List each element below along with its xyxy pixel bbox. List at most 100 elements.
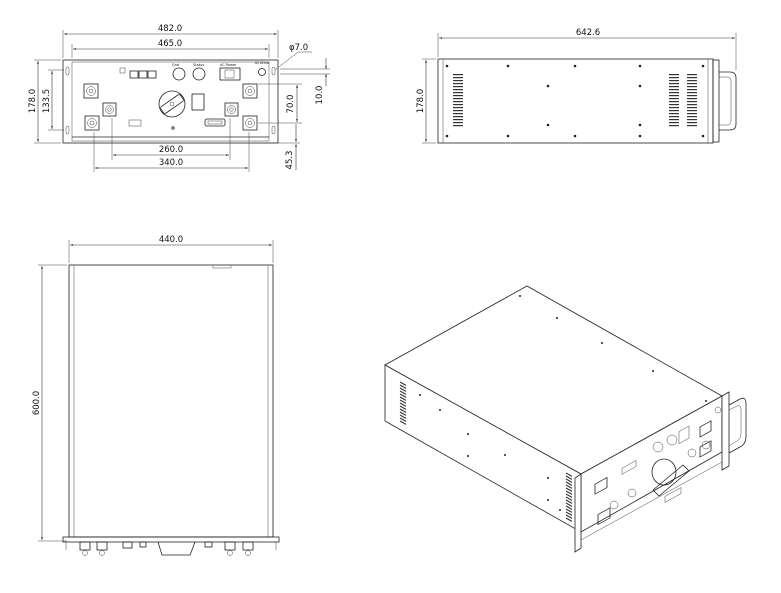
vent-slot [565, 502, 573, 507]
vent-slot [687, 86, 697, 88]
vent-slot [453, 104, 463, 106]
vent-slot [687, 98, 697, 100]
id-drive-button [258, 68, 266, 76]
vent-slot [565, 514, 573, 519]
vent-slot [399, 411, 407, 416]
vent-slot [399, 408, 407, 413]
vent-slot [453, 83, 463, 85]
iso-side-vent-rear [399, 381, 407, 425]
label-gnd: Gnd [172, 63, 179, 67]
vent-slot [565, 499, 573, 504]
dim-600: 600.0 [32, 391, 42, 415]
connector-bottom-left [84, 115, 100, 131]
vent-slot [453, 98, 463, 100]
vent-slot [399, 390, 407, 395]
vent-slot [565, 472, 573, 477]
iso-ear-left [574, 473, 582, 553]
dim-482: 482.0 [158, 24, 182, 34]
vent-slot [399, 387, 407, 392]
iso-side-vent-front [565, 472, 573, 522]
iso-top-screws [519, 295, 707, 402]
vent-slot [399, 414, 407, 419]
iso-front-panel [594, 406, 722, 526]
connector-bottom-right [242, 115, 258, 131]
indicator-status [192, 67, 206, 81]
dim-178-side: 178.0 [416, 89, 426, 113]
vent-slot [669, 113, 679, 115]
vent-slot [453, 92, 463, 94]
indicator-gnd [172, 67, 186, 81]
front-outer-frame [62, 59, 279, 144]
vent-slot [453, 95, 463, 97]
vent-slot [399, 396, 407, 401]
vent-slot [669, 116, 679, 118]
vent-slot [565, 478, 573, 483]
connector-mid-left [102, 102, 117, 117]
vent-slot [669, 89, 679, 91]
side-vent-left [453, 74, 463, 127]
dim-70: 70.0 [286, 95, 296, 114]
vent-slot [565, 490, 573, 495]
vent-slot [565, 517, 573, 522]
bracket [191, 93, 205, 111]
top-front-connectors [65, 541, 277, 556]
iso-handle [728, 397, 747, 454]
vent-slot [399, 393, 407, 398]
vent-slot [565, 481, 573, 486]
ear-slot [65, 125, 70, 135]
side-vent-right [669, 74, 697, 127]
ear-slot [271, 125, 276, 135]
terminal-block [119, 67, 157, 79]
vent-slot [669, 107, 679, 109]
vent-slot [687, 89, 697, 91]
vent-slot [669, 74, 679, 76]
vent-slot [687, 77, 697, 79]
vent-slot [565, 475, 573, 480]
vent-slot [687, 104, 697, 106]
vent-slot [669, 83, 679, 85]
ear-slot [65, 66, 70, 76]
vent-slot [687, 122, 697, 124]
vent-slot [453, 107, 463, 109]
vent-slot [399, 420, 407, 425]
ear-slot [271, 66, 276, 76]
front-inner-panel [71, 61, 270, 142]
vent-slot [453, 101, 463, 103]
screw [171, 126, 175, 130]
vent-slot [669, 125, 679, 127]
db-connector [204, 118, 226, 127]
iso-side-screws [419, 394, 561, 511]
dim-phi7: φ7.0 [289, 43, 308, 53]
vent-slot [399, 399, 407, 404]
rotary-handle [158, 90, 186, 118]
vent-slot [687, 119, 697, 121]
vent-slot [669, 95, 679, 97]
dim-260: 260.0 [159, 145, 183, 155]
vent-slot [399, 381, 407, 386]
vent-slot [669, 110, 679, 112]
isometric-view [384, 285, 747, 553]
dim-178-front: 178.0 [28, 89, 38, 113]
vent-slot [453, 119, 463, 121]
vent-slot [687, 101, 697, 103]
vent-slot [453, 116, 463, 118]
connector-mid-right [224, 102, 239, 117]
iso-ear-right [721, 391, 730, 471]
vent-slot [669, 98, 679, 100]
top-view: 440.0 600.0 [32, 235, 280, 556]
side-screws [445, 64, 705, 138]
power-switch [219, 67, 241, 81]
vent-slot [687, 74, 697, 76]
vent-slot [453, 113, 463, 115]
vent-slot [687, 107, 697, 109]
dim-440: 440.0 [159, 235, 183, 245]
vent-slot [453, 80, 463, 82]
vent-slot [399, 384, 407, 389]
vent-slot [453, 77, 463, 79]
dim-45-3: 45.3 [285, 151, 295, 170]
label-id-drive: ID Drive [255, 61, 269, 65]
vent-slot [687, 80, 697, 82]
dim-340: 340.0 [159, 158, 183, 168]
vent-slot [669, 77, 679, 79]
